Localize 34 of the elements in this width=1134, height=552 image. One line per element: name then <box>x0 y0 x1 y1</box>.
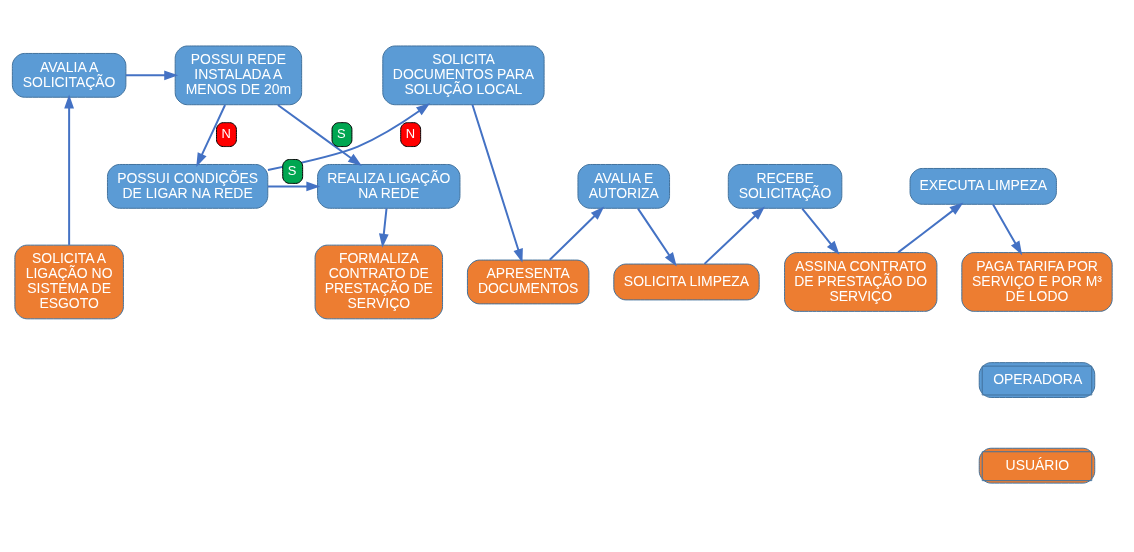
node-box: EXECUTA LIMPEZA <box>909 167 1057 205</box>
arrow <box>703 206 765 265</box>
arrow <box>548 206 605 261</box>
node-box: APRESENTA DOCUMENTOS <box>466 259 590 305</box>
arrow <box>992 203 1023 256</box>
node-box: AVALIA A SOLICITAÇÃO <box>11 52 127 98</box>
node-box: AVALIA E AUTORIZA <box>577 164 671 209</box>
arrow <box>125 70 179 81</box>
arrow <box>276 104 362 166</box>
arrow <box>801 207 840 255</box>
arrow <box>897 202 964 254</box>
node-box: REALIZA LIGAÇÃO NA REDE <box>317 164 461 209</box>
node-box: SOLICITA A LIGAÇÃO NO SISTEMA DE ESGOTO <box>14 244 124 320</box>
edge-label: N <box>405 125 416 141</box>
edge-label: S <box>336 125 346 141</box>
node-box: POSSUI CONDIÇÕES DE LIGAR NA REDE <box>106 164 269 209</box>
arrow <box>378 207 389 248</box>
node-box: ASSINA CONTRATO DE PRESTAÇÃO DO SERVIÇO <box>784 252 938 312</box>
legend-label: OPERADORA <box>993 371 1083 388</box>
node-box: RECEBE SOLICITAÇÃO <box>727 164 843 209</box>
node-box: POSSUI REDE INSTALADA A MENOS DE 20m <box>174 45 303 106</box>
arrow <box>267 181 321 192</box>
arrow <box>64 94 74 246</box>
edge-label: S <box>287 162 297 178</box>
node-box: PAGA TARIFA POR SERVIÇO E POR M³ DE LODO <box>961 252 1113 312</box>
node-box: SOLICITA LIMPEZA <box>613 263 760 301</box>
legend-label: USUÁRIO <box>1005 456 1070 473</box>
arrow <box>196 104 227 167</box>
arrow <box>266 103 431 171</box>
arrow <box>471 103 523 263</box>
node-box: SOLICITA DOCUMENTOS PARA SOLUÇÃO LOCAL <box>382 45 545 106</box>
node-box: FORMALIZA CONTRATO DE PRESTAÇÃO DE SERVIÇO <box>314 244 444 320</box>
edge-label: N <box>221 125 231 141</box>
arrow <box>637 207 677 267</box>
